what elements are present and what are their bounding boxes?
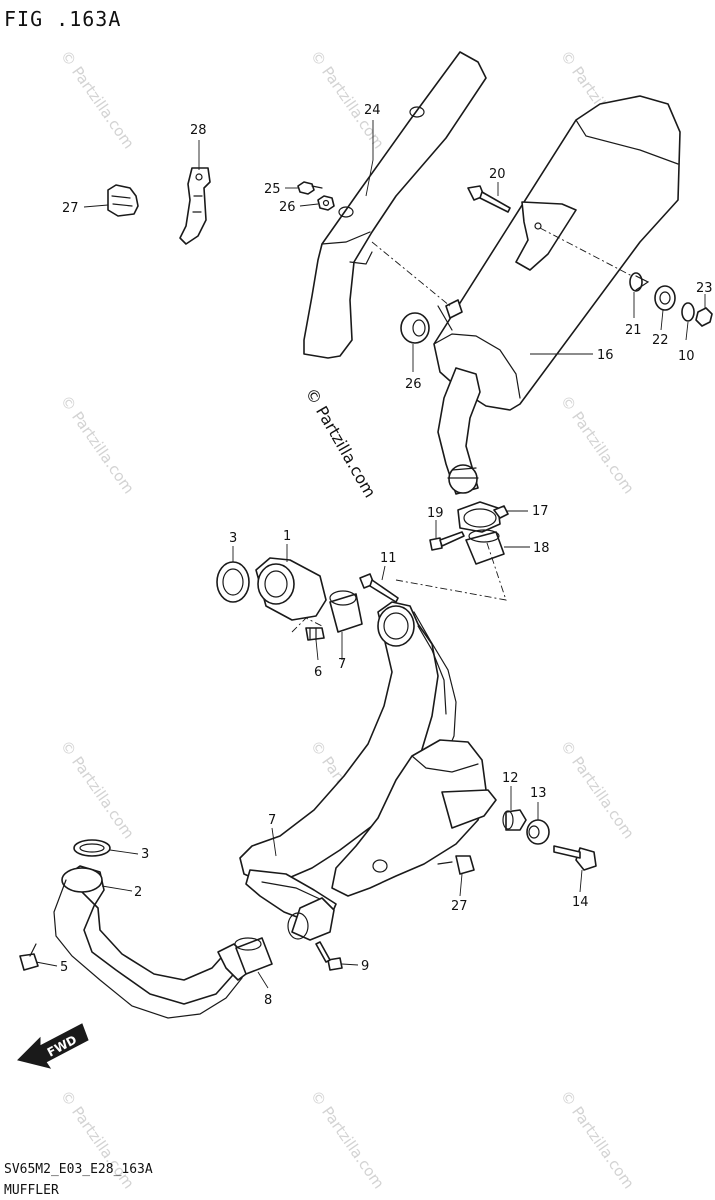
callout-3-lower: 3 — [141, 847, 149, 862]
callout-21: 23 — [696, 281, 713, 296]
part-12-bush[interactable] — [526, 819, 550, 845]
callout-8: 9 — [361, 959, 369, 974]
watermark: © Partzilla.com — [557, 392, 638, 497]
part-8-bolt[interactable] — [315, 941, 343, 971]
callout-11: 12 — [502, 771, 519, 786]
figure-code: SV65M2_E03_E28_163A — [4, 1162, 153, 1177]
watermark: © Partzilla.com — [57, 737, 138, 842]
part-5-stud[interactable] — [305, 627, 325, 641]
callout-18: 20 — [489, 167, 506, 182]
callout-10: 10 — [678, 349, 695, 364]
callout-28: 28 — [190, 123, 207, 138]
part-17-bolt[interactable] — [429, 531, 465, 551]
watermark: © Partzilla.com — [307, 1087, 388, 1192]
part-10-washer[interactable] — [681, 302, 695, 322]
callout-labels: 24 28 27 25 26 20 21 22 10 23 16 26 17 1… — [60, 103, 713, 1008]
watermark: © Partzilla.com — [307, 47, 388, 152]
catalyst-chamber[interactable] — [287, 739, 497, 941]
copyright-text: © Partzilla.com — [302, 385, 380, 501]
callout-14: 16 — [597, 348, 614, 363]
muffler-outlet-pipe[interactable] — [437, 367, 481, 495]
figure-title: FIG .163A — [4, 7, 121, 31]
part-13-bolt[interactable] — [553, 845, 597, 871]
part-27-clip[interactable] — [107, 184, 139, 217]
callout-9: 11 — [380, 551, 397, 566]
part-24-nut[interactable] — [317, 195, 335, 211]
part-2-front-pipe[interactable] — [53, 865, 247, 1019]
part-23-bolt[interactable] — [297, 181, 323, 195]
part-7-gasket-upper[interactable] — [329, 590, 363, 633]
callout-2: 2 — [134, 885, 142, 900]
callout-16: 18 — [533, 541, 550, 556]
part-16-gasket[interactable] — [465, 529, 505, 565]
callout-26: 27 — [451, 899, 468, 914]
callout-7-lower: 8 — [264, 993, 272, 1008]
callout-17: 19 — [427, 506, 444, 521]
callout-27: 27 — [62, 201, 79, 216]
figure-name: MUFFLER — [4, 1183, 59, 1198]
callout-24: 26 — [279, 200, 296, 215]
part-3-gasket-upper[interactable] — [216, 561, 250, 603]
callout-19: 21 — [625, 323, 642, 338]
watermark: © Partzilla.com — [557, 737, 638, 842]
callout-25: 26 — [405, 377, 422, 392]
callout-5: 6 — [314, 665, 322, 680]
callout-23: 25 — [264, 182, 281, 197]
assembly-lines — [291, 227, 633, 633]
part-21-nut[interactable] — [695, 307, 713, 327]
part-11-collar[interactable] — [502, 809, 527, 831]
part-18-bolt[interactable] — [467, 185, 511, 213]
callout-12: 13 — [530, 786, 547, 801]
part-28-bracket[interactable] — [179, 167, 211, 245]
part-25-grommet[interactable] — [400, 312, 430, 344]
callout-20: 22 — [652, 333, 669, 348]
part-20-bush[interactable] — [654, 285, 676, 311]
watermark: © Partzilla.com — [57, 392, 138, 497]
callout-7-upper: 7 — [338, 657, 346, 672]
part-3-gasket-lower[interactable] — [73, 839, 111, 857]
part-26-bolt[interactable] — [437, 855, 475, 875]
callout-4: 5 — [60, 960, 68, 975]
part-14-muffler[interactable] — [433, 95, 681, 411]
leader-lines — [35, 120, 706, 989]
callout-6: 7 — [268, 813, 276, 828]
part-7-gasket-lower[interactable] — [234, 937, 273, 975]
watermark: © Partzilla.com — [57, 47, 138, 152]
part-4-bolt[interactable] — [19, 943, 39, 971]
callout-3-upper: 3 — [229, 531, 237, 546]
callout-15: 17 — [532, 504, 549, 519]
callout-13: 14 — [572, 895, 589, 910]
part-1-exhaust-pipe[interactable] — [255, 557, 327, 621]
part-22-heat-shield[interactable] — [303, 51, 487, 359]
part-9-bolt[interactable] — [359, 573, 399, 603]
callout-22: 24 — [364, 103, 381, 118]
watermark: © Partzilla.com — [557, 1087, 638, 1192]
fwd-arrow-icon: FWD — [17, 1023, 89, 1069]
part-15-clamp[interactable] — [457, 501, 509, 533]
callout-1: 1 — [283, 529, 291, 544]
part-19-collar[interactable] — [629, 272, 650, 292]
